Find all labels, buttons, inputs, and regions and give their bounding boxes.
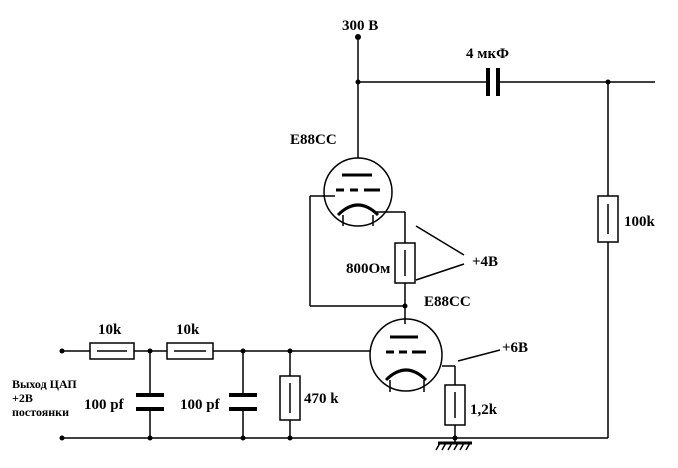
resistor-10k-1 <box>89 342 135 360</box>
label-r-cathode: 1,2k <box>470 402 498 418</box>
label-input-3: постоянки <box>12 405 69 419</box>
resistor-800 <box>394 242 416 284</box>
label-input-2: +2В <box>12 391 33 405</box>
label-r-in1: 10k <box>98 322 122 338</box>
label-r-load: 100k <box>624 214 656 230</box>
label-r-in2: 10k <box>176 322 200 338</box>
ground-symbol <box>435 438 472 451</box>
tube-top <box>323 157 393 227</box>
label-c2: 100 pf <box>180 397 221 413</box>
label-r-mid: 800Ом <box>346 261 390 277</box>
resistor-1k2 <box>444 384 466 426</box>
wires <box>62 40 655 439</box>
label-supply: 300 В <box>342 18 378 34</box>
tube-bottom <box>369 318 443 392</box>
junction-dots <box>59 34 611 441</box>
label-r-grid: 470 k <box>304 391 339 407</box>
label-tube-bottom: E88CC <box>424 294 471 310</box>
capacitor-100pf-1 <box>136 393 164 411</box>
label-c1: 100 pf <box>84 397 125 413</box>
label-tube-top: E88CC <box>290 132 337 148</box>
resistor-100k <box>597 195 619 243</box>
label-plus4: +4В <box>472 254 498 270</box>
label-input-1: Выход ЦАП <box>12 377 77 391</box>
resistor-470k <box>279 375 301 421</box>
capacitor-100pf-2 <box>229 393 257 411</box>
resistor-10k-2 <box>166 342 214 360</box>
coupling-capacitor <box>486 68 500 96</box>
label-coupling-cap: 4 мкФ <box>466 46 509 62</box>
label-plus6: +6В <box>502 340 528 356</box>
